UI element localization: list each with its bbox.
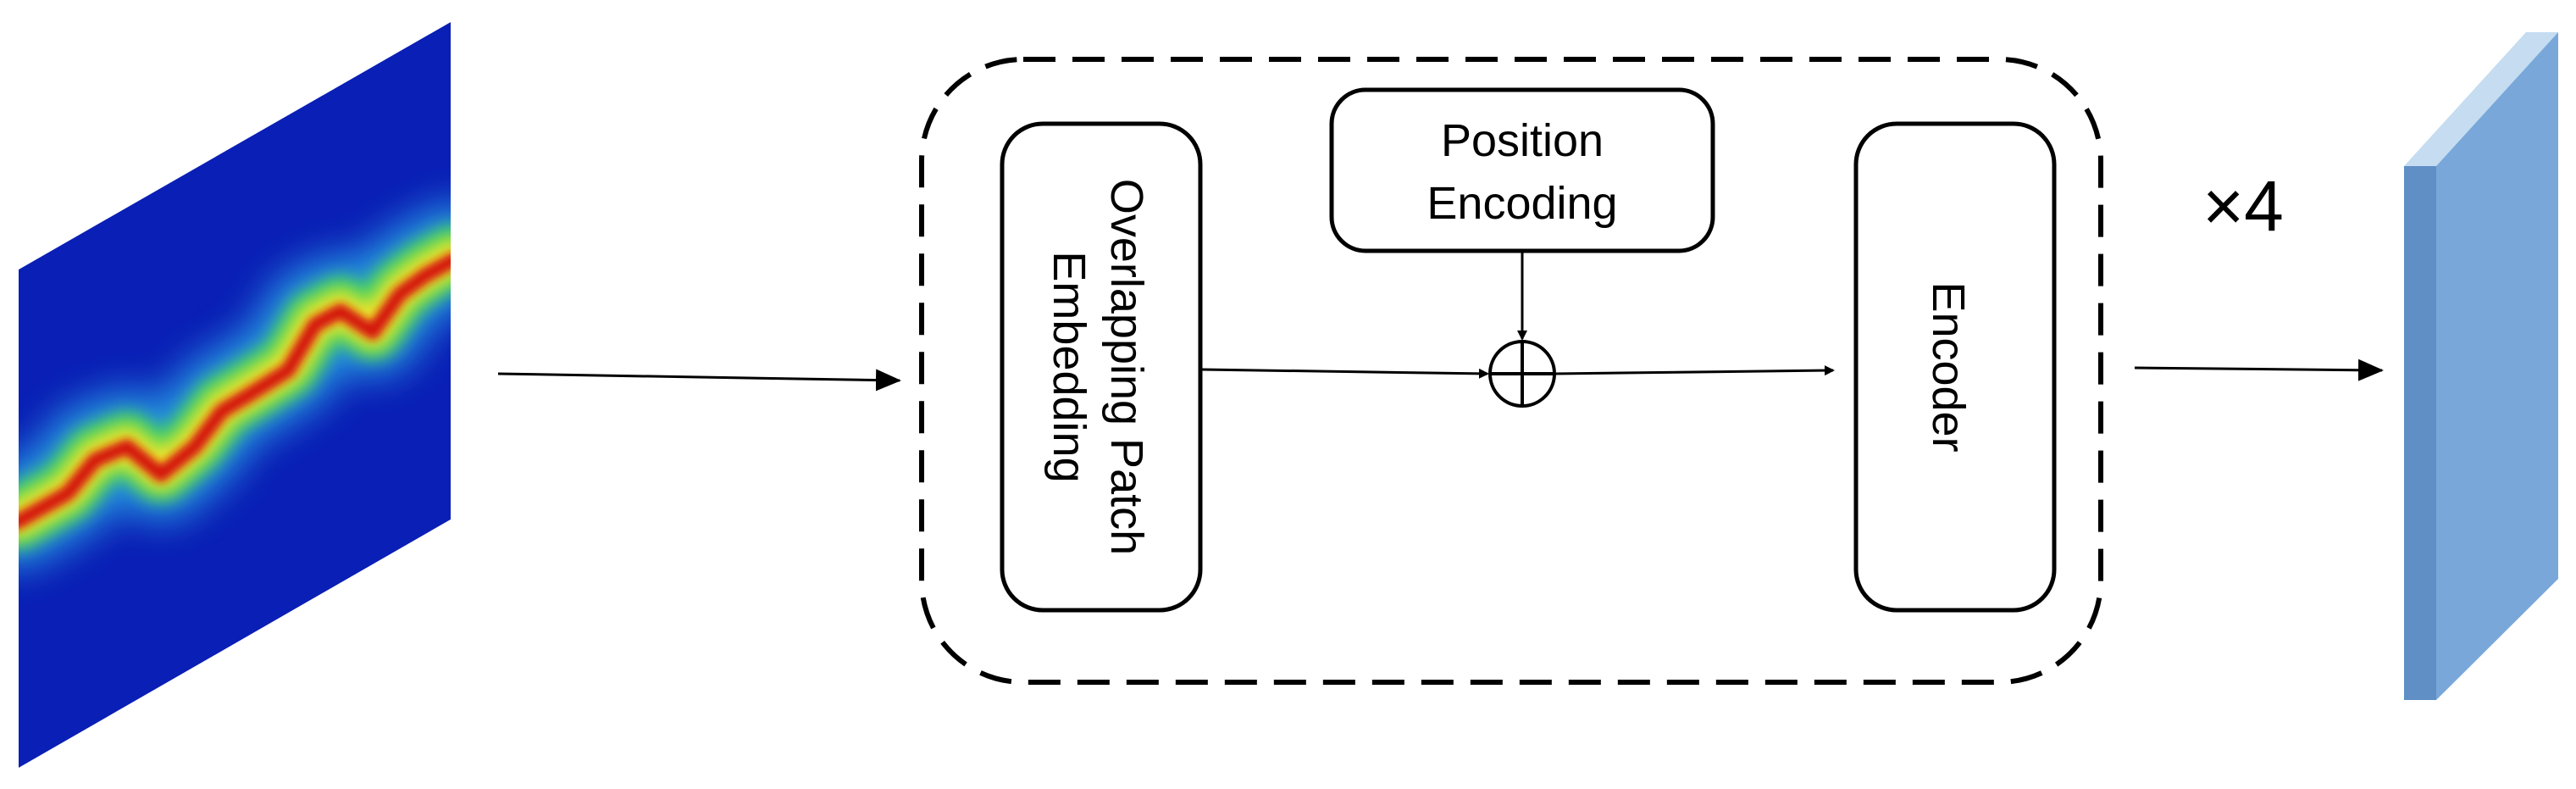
patch-embedding-label-line2: Embedding [1044,251,1094,482]
arrow-sum-to-encoder [1554,365,1835,376]
arrow-embedding-to-sum [1201,368,1489,379]
patch-embedding-label-line1: Overlapping Patch [1101,179,1152,555]
input-spectrogram [19,22,451,768]
encoder-label: Encoder [1923,281,1974,452]
stage-group-border [919,57,2103,685]
circle-plus-icon [1488,340,1556,408]
output-feature-map [2404,32,2558,700]
position-encoding-block: Position Encoding [1329,87,1715,253]
position-encoding-label-line2: Encoding [1426,178,1617,229]
arrow-stage-to-output [2134,358,2384,381]
repeat-label: ×4 [2202,166,2284,246]
position-encoding-label-line1: Position [1441,115,1604,166]
arrow-input-to-stage [497,369,901,392]
patch-embedding-block: Overlapping Patch Embedding [1000,121,1203,613]
encoder-block: Encoder [1853,121,2057,613]
